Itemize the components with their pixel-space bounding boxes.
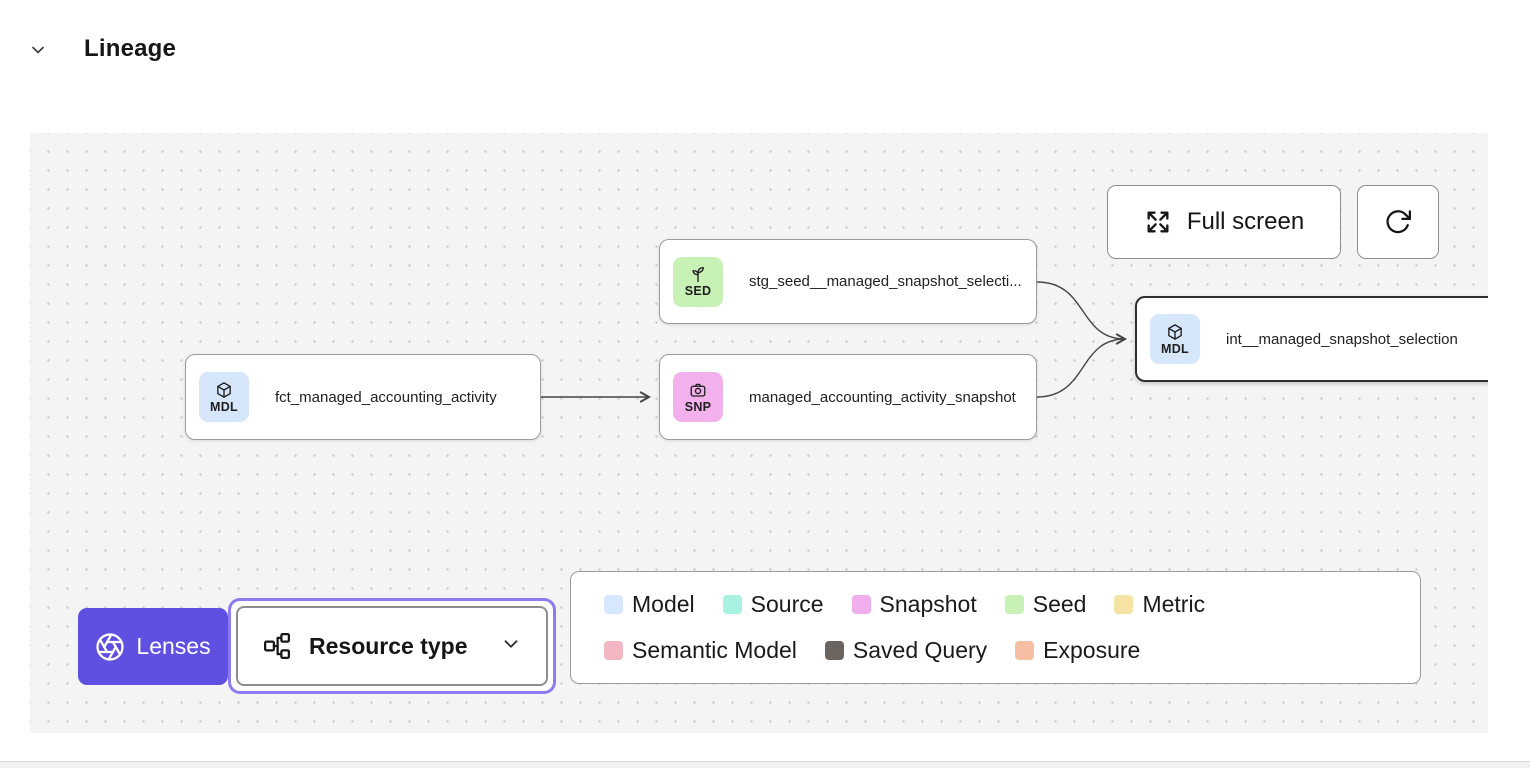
lineage-canvas[interactable]: Full screen SED stg_seed__managed_snapsh… <box>30 133 1488 733</box>
seed-swatch <box>1004 595 1024 614</box>
resource-type-label: Resource type <box>309 632 468 659</box>
legend-item-saved-query: Saved Query <box>824 637 988 664</box>
legend-item-model: Model <box>604 591 695 618</box>
snapshot-badge: SNP <box>673 372 723 422</box>
legend-label: Snapshot <box>879 591 977 617</box>
node-label: managed_accounting_activity_snapshot <box>749 388 1016 406</box>
lineage-node-snapshot[interactable]: SNP managed_accounting_activity_snapshot <box>659 354 1037 440</box>
saved-query-swatch <box>824 641 844 660</box>
cube-icon <box>215 381 233 399</box>
refresh-icon <box>1383 207 1413 237</box>
full-screen-label: Full screen <box>1186 208 1305 235</box>
snapshot-swatch <box>851 595 871 614</box>
hierarchy-icon <box>262 631 292 661</box>
legend-item-snapshot: Snapshot <box>851 591 977 618</box>
camera-icon <box>689 381 707 399</box>
legend-row-1: Model Source Snapshot Seed Metric <box>604 591 1420 618</box>
badge-code: SNP <box>684 399 712 414</box>
sprout-icon <box>689 265 707 283</box>
expand-icon <box>1144 208 1172 236</box>
legend-item-semantic-model: Semantic Model <box>604 637 797 664</box>
badge-code: MDL <box>1161 341 1189 356</box>
page-title: Lineage <box>84 35 177 62</box>
lineage-node-fct-model[interactable]: MDL fct_managed_accounting_activity <box>185 354 541 440</box>
badge-code: MDL <box>210 399 238 414</box>
legend-label: Source <box>750 591 824 617</box>
legend-label: Semantic Model <box>632 637 797 663</box>
metric-swatch <box>1114 595 1134 614</box>
node-label: fct_managed_accounting_activity <box>275 388 497 406</box>
legend-item-metric: Metric <box>1114 591 1205 618</box>
aperture-icon <box>95 632 125 662</box>
lenses-label: Lenses <box>136 633 211 659</box>
legend-item-seed: Seed <box>1004 591 1087 618</box>
model-badge: MDL <box>199 372 249 422</box>
lineage-section-header: Lineage <box>0 0 1530 100</box>
full-screen-button[interactable]: Full screen <box>1107 185 1341 259</box>
legend-label: Seed <box>1032 591 1087 617</box>
lineage-node-stg-seed[interactable]: SED stg_seed__managed_snapshot_selecti..… <box>659 239 1037 324</box>
exposure-swatch <box>1015 641 1035 660</box>
semantic-model-swatch <box>604 641 623 660</box>
legend-item-source: Source <box>722 591 824 618</box>
legend-label: Model <box>632 591 695 617</box>
legend-label: Exposure <box>1043 637 1141 663</box>
footer-divider <box>0 761 1530 768</box>
node-label: int__managed_snapshot_selection <box>1226 330 1458 348</box>
source-swatch <box>722 595 742 614</box>
resource-type-dropdown[interactable]: Resource type <box>228 598 556 694</box>
model-badge: MDL <box>1150 314 1200 364</box>
model-swatch <box>604 595 623 614</box>
refresh-button[interactable] <box>1357 185 1439 259</box>
cube-icon <box>1166 323 1184 341</box>
legend: Model Source Snapshot Seed Metric S <box>570 571 1421 684</box>
chevron-down-icon <box>500 633 522 660</box>
node-label: stg_seed__managed_snapshot_selecti... <box>749 273 1022 290</box>
badge-code: SED <box>684 284 712 298</box>
lenses-button[interactable]: Lenses <box>78 608 228 685</box>
legend-label: Saved Query <box>852 637 988 663</box>
seed-badge: SED <box>673 256 723 307</box>
lineage-node-int-model-selected[interactable]: MDL int__managed_snapshot_selection <box>1135 296 1488 382</box>
legend-row-2: Semantic Model Saved Query Exposure <box>604 637 1420 664</box>
legend-label: Metric <box>1142 591 1206 617</box>
legend-item-exposure: Exposure <box>1015 637 1140 664</box>
lineage-edges <box>541 281 1128 403</box>
chevron-down-icon[interactable] <box>28 40 48 60</box>
